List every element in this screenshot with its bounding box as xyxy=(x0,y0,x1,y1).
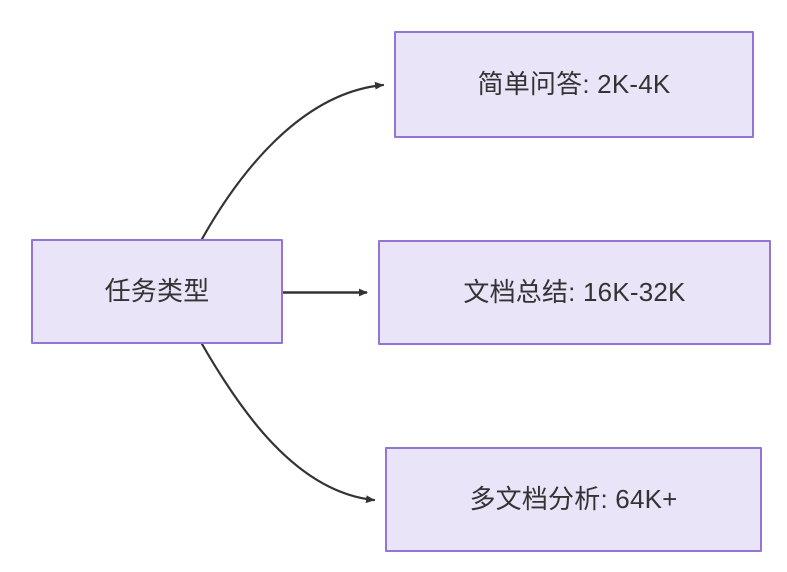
node-task-type[interactable]: 任务类型 xyxy=(31,239,283,344)
node-task-type-label: 任务类型 xyxy=(104,275,210,306)
edge-root-to-multi-doc xyxy=(200,342,376,504)
node-simple-qa-label: 简单问答: 2K-4K xyxy=(477,68,671,99)
node-multi-doc-label: 多文档分析: 64K+ xyxy=(469,483,678,514)
node-doc-summary-label: 文档总结: 16K-32K xyxy=(463,276,686,307)
node-doc-summary[interactable]: 文档总结: 16K-32K xyxy=(378,240,771,345)
node-simple-qa[interactable]: 简单问答: 2K-4K xyxy=(394,31,754,138)
node-multi-doc[interactable]: 多文档分析: 64K+ xyxy=(385,447,762,552)
edge-root-to-simple-qa xyxy=(200,81,385,241)
